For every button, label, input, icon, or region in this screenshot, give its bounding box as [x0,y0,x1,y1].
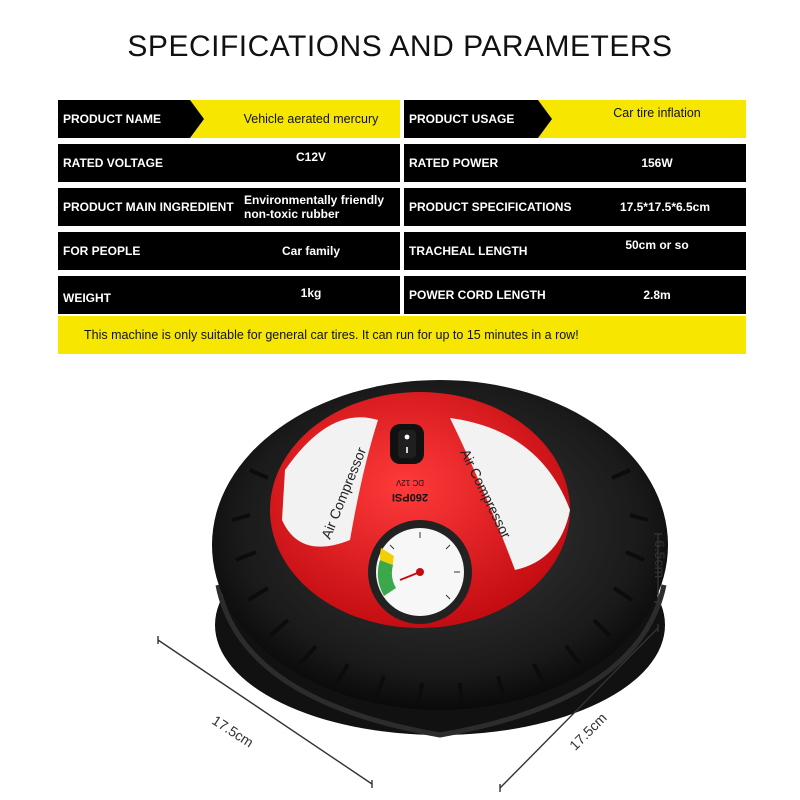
spec-cell-weight: WEIGHT 1kg [58,276,400,314]
power-switch[interactable] [390,424,424,464]
spec-table: PRODUCT NAME Vehicle aerated mercury PRO… [58,100,746,320]
right-white-panel [450,418,570,570]
voltage-label: DC 12V [395,478,424,487]
spec-cell-product-usage: PRODUCT USAGE Car tire inflation [404,100,746,138]
spec-label: PRODUCT NAME [63,112,161,126]
spec-cell-tracheal-length: TRACHEAL LENGTH 50cm or so [404,232,746,270]
spec-label: PRODUCT SPECIFICATIONS [409,200,572,214]
spec-value: 1kg [300,286,322,300]
spec-row: PRODUCT MAIN INGREDIENT Environmentally … [58,188,746,226]
left-white-panel [282,417,378,547]
tire-base [215,515,665,735]
dimension-width: 17.5cm [209,712,257,751]
page-title: SPECIFICATIONS AND PARAMETERS [127,30,673,63]
spec-cell-main-ingredient: PRODUCT MAIN INGREDIENT Environmentally … [58,188,400,226]
tire-body [212,380,668,710]
spec-value: 2.8m [643,288,671,302]
spec-label: PRODUCT USAGE [409,112,515,126]
spec-cell-for-people: FOR PEOPLE Car family [58,232,400,270]
face-text-right: Air Compressor [457,446,514,541]
spec-cell-rated-voltage: RATED VOLTAGE C12V [58,144,400,182]
spec-label: PRODUCT MAIN INGREDIENT [63,200,234,214]
spec-label: POWER CORD LENGTH [409,288,546,302]
spec-row: WEIGHT 1kg POWER CORD LENGTH 2.8m [58,276,746,314]
spec-value: Vehicle aerated mercury [243,112,379,126]
spec-cell-power-cord-length: POWER CORD LENGTH 2.8m [404,276,746,314]
pressure-gauge [368,520,472,624]
spec-row: PRODUCT NAME Vehicle aerated mercury PRO… [58,100,746,138]
spec-value: Car family [281,244,341,258]
spec-row: FOR PEOPLE Car family TRACHEAL LENGTH 50… [58,232,746,270]
spec-value: C12V [295,150,327,164]
spec-label: FOR PEOPLE [63,244,141,258]
spec-cell-product-specifications: PRODUCT SPECIFICATIONS 17.5*17.5*6.5cm [404,188,746,226]
spec-row: RATED VOLTAGE C12V RATED POWER 156W [58,144,746,182]
red-faceplate [270,392,570,628]
spec-value: 50cm or so [625,238,689,252]
spec-label: WEIGHT [63,291,111,305]
dimension-height: 6.5cm [652,540,668,579]
spec-value: 17.5*17.5*6.5cm [619,200,711,214]
face-text-left: Air Compressor [318,445,369,541]
spec-label: RATED POWER [409,156,499,170]
spec-value: Car tire inflation [613,106,701,120]
dimension-lines [157,533,662,792]
psi-label: 260PSI [392,491,428,503]
yellow-arrow-fill [190,100,400,138]
spec-cell-rated-power: RATED POWER 156W [404,144,746,182]
tire-tread [231,468,649,707]
usage-note-banner: This machine is only suitable for genera… [58,316,746,354]
spec-cell-product-name: PRODUCT NAME Vehicle aerated mercury [58,100,400,138]
dimension-depth: 17.5cm [566,709,610,754]
spec-label: TRACHEAL LENGTH [409,244,528,258]
spec-label: RATED VOLTAGE [63,156,163,170]
spec-value: Environmentally friendly non-toxic rubbe… [244,193,385,221]
spec-value: 156W [641,156,673,170]
yellow-arrow-fill [538,100,746,138]
